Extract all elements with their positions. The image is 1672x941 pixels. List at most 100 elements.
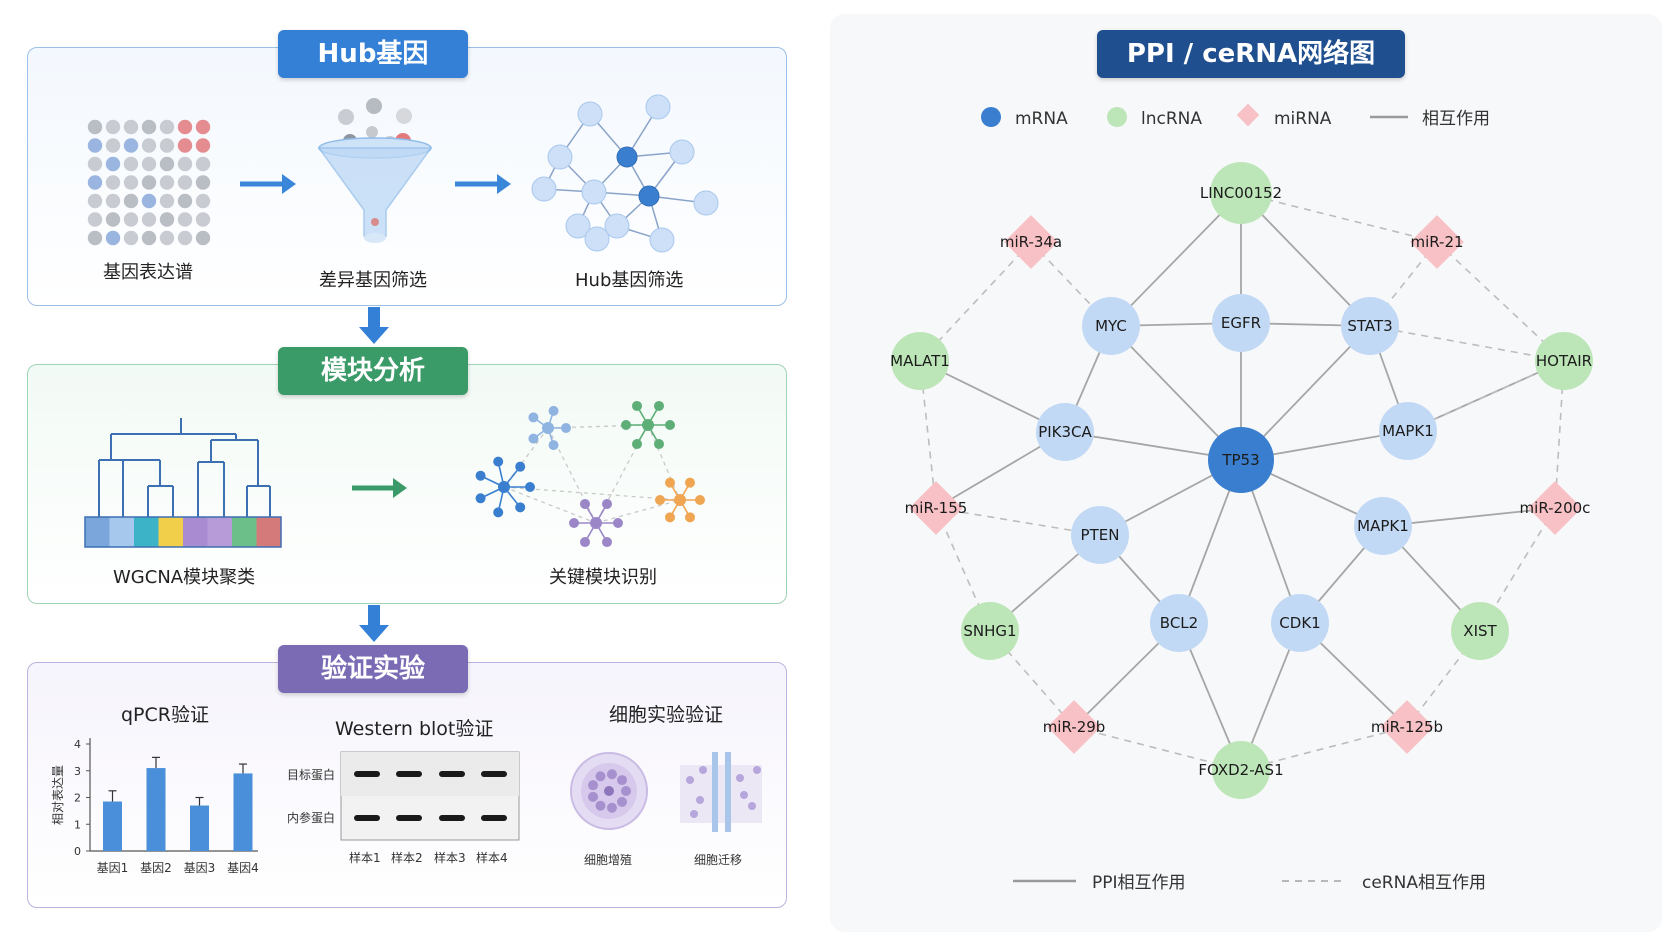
qpcr-category-label: 基因3	[184, 861, 216, 875]
mrna-node-shape	[1036, 403, 1094, 461]
node-cdk1[interactable]: CDK1	[1271, 594, 1329, 652]
cerna-legend-label: ceRNA相互作用	[1362, 873, 1486, 893]
wb-row-target: 目标蛋白	[287, 768, 336, 782]
node-label: FOXD2-AS1	[1198, 761, 1283, 779]
qpcr-category-label: 基因2	[140, 861, 172, 875]
validation-title: 验证实验	[278, 645, 468, 693]
wb-band	[439, 771, 465, 777]
node-label: MALAT1	[890, 352, 950, 370]
step-wgcna-label: WGCNA模块聚类	[113, 567, 256, 588]
node-mir-200c[interactable]: miR-200c	[1520, 481, 1591, 535]
network-title: PPI / ceRNA网络图	[1097, 30, 1405, 78]
node-hotair[interactable]: HOTAIR	[1535, 332, 1593, 390]
node-mir-21[interactable]: miR-21	[1410, 215, 1464, 269]
node-label: TP53	[1221, 451, 1259, 469]
legend-mrna-marker	[981, 107, 1001, 127]
node-xist[interactable]: XIST	[1451, 602, 1509, 660]
legend-mrna-label: mRNA	[1015, 109, 1068, 129]
node-mir-29b[interactable]: miR-29b	[1043, 700, 1106, 754]
qpcr-category-label: 基因4	[227, 861, 259, 875]
wb-band	[481, 815, 507, 821]
node-mir-155[interactable]: miR-155	[905, 481, 968, 535]
mrna-node-shape	[1150, 594, 1208, 652]
node-malat1[interactable]: MALAT1	[890, 332, 950, 390]
node-mapk1[interactable]: MAPK1	[1354, 497, 1412, 555]
legend-lncrna-marker	[1107, 107, 1127, 127]
mrna-node-shape	[1271, 594, 1329, 652]
qpcr-ytick: 0	[74, 845, 81, 858]
step-expression-label: 基因表达谱	[103, 262, 193, 283]
node-pik3ca[interactable]: PIK3CA	[1036, 403, 1094, 461]
mrna-node-shape	[1082, 297, 1140, 355]
wb-sample-label: 样本2	[391, 851, 423, 865]
node-snhg1[interactable]: SNHG1	[961, 602, 1019, 660]
node-mapk1[interactable]: MAPK1	[1379, 402, 1437, 460]
qpcr-bar	[233, 773, 253, 851]
node-bcl2[interactable]: BCL2	[1150, 594, 1208, 652]
module-color-bar	[84, 516, 282, 548]
qpcr-ytick: 4	[74, 738, 81, 751]
wb-band	[354, 771, 380, 777]
qpcr-ytick: 2	[74, 792, 81, 805]
cell-proliferation-label: 细胞增殖	[584, 853, 633, 867]
legend-lncrna-label: lncRNA	[1141, 109, 1202, 129]
qpcr-ytick: 1	[74, 818, 81, 831]
lncrna-node-shape	[1212, 741, 1270, 799]
hub-gene-title: Hub基因	[278, 30, 468, 78]
cerna-edge	[935, 507, 1101, 536]
lncrna-node-shape	[1451, 602, 1509, 660]
mrna-node-shape	[1071, 506, 1129, 564]
lncrna-node-shape	[1535, 332, 1593, 390]
node-label: CDK1	[1279, 614, 1320, 632]
cell-migration-label: 细胞迁移	[694, 853, 743, 867]
node-mir-125b[interactable]: miR-125b	[1371, 700, 1443, 754]
node-foxd2-as1[interactable]: FOXD2-AS1	[1198, 741, 1284, 799]
node-stat3[interactable]: STAT3	[1341, 297, 1399, 355]
wb-band	[354, 815, 380, 821]
legend-mirna-label: miRNA	[1274, 109, 1332, 129]
wb-sample-label: 样本3	[434, 851, 466, 865]
lncrna-node-shape	[961, 602, 1019, 660]
module-analysis-title: 模块分析	[278, 347, 468, 395]
node-myc[interactable]: MYC	[1082, 297, 1140, 355]
node-label: MAPK1	[1382, 422, 1434, 440]
hub-node-shape	[1208, 427, 1274, 493]
node-label: miR-125b	[1371, 718, 1443, 736]
hub-network-icon	[531, 94, 719, 253]
node-linc00152[interactable]: LINC00152	[1200, 162, 1282, 224]
node-mir-34a[interactable]: miR-34a	[1000, 215, 1062, 269]
node-egfr[interactable]: EGFR	[1212, 294, 1270, 352]
qpcr-bar	[103, 801, 122, 851]
wb-band	[396, 815, 422, 821]
cell-migration-icon	[680, 752, 762, 832]
cerna-edge	[1369, 325, 1565, 362]
flow-arrow-icon	[455, 174, 511, 194]
mrna-node-shape	[1341, 297, 1399, 355]
node-tp53[interactable]: TP53	[1208, 427, 1274, 493]
lncrna-node-shape	[891, 332, 949, 390]
wb-sample-label: 样本4	[476, 851, 508, 865]
qpcr-ytick: 3	[74, 765, 81, 778]
qpcr-bar	[146, 768, 166, 851]
node-label: miR-155	[905, 499, 968, 517]
flow-arrow-icon	[352, 478, 407, 498]
cerna-edge	[1436, 241, 1565, 362]
lncrna-node-shape	[1210, 162, 1272, 224]
cerna-edge	[935, 507, 991, 632]
qpcr-title: qPCR验证	[121, 704, 209, 726]
node-label: MYC	[1095, 317, 1127, 335]
wb-band	[439, 815, 465, 821]
down-arrow-icon	[359, 307, 389, 344]
node-pten[interactable]: PTEN	[1071, 506, 1129, 564]
node-label: miR-21	[1410, 233, 1463, 251]
expression-heatmap-icon	[87, 119, 211, 246]
legend-mirna-marker	[1236, 103, 1260, 127]
step-hub-label: Hub基因筛选	[575, 270, 684, 291]
node-label: miR-34a	[1000, 233, 1062, 251]
wb-row-control: 内参蛋白	[287, 811, 336, 825]
